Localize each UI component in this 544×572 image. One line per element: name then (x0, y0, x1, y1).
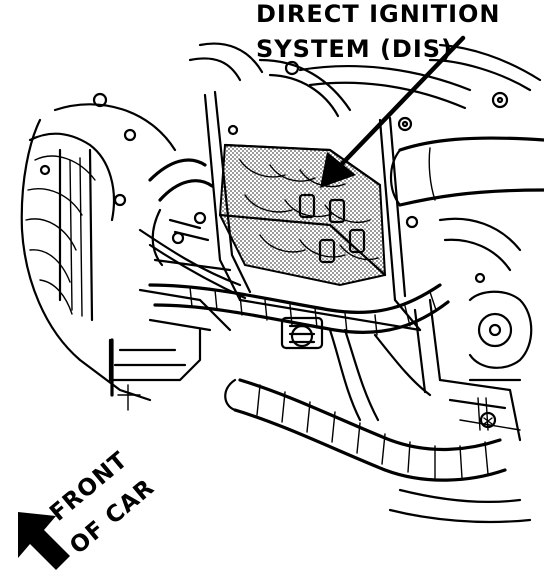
right-accessories (413, 217, 533, 442)
right-hose (389, 136, 544, 207)
upper-hoses (188, 42, 542, 132)
dis-callout-arrow (320, 35, 466, 188)
lower-right-components (388, 378, 532, 524)
front-arrow-icon (18, 512, 70, 570)
wiring-harness (138, 158, 507, 482)
dis-label-line2: SYSTEM (DIS) (256, 35, 453, 63)
module-bracket (203, 90, 422, 332)
front-of-car-indicator: FRONT OF CAR (18, 447, 160, 570)
engine-block (20, 92, 232, 411)
dis-module (218, 143, 387, 287)
dis-label-line1: DIRECT IGNITION (256, 0, 501, 28)
